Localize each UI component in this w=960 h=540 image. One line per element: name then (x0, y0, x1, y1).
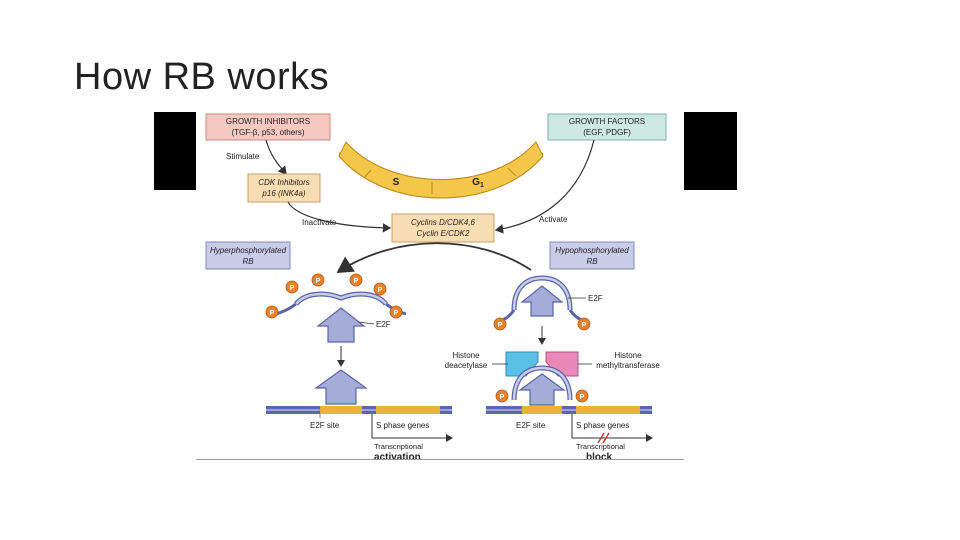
activate-label: Activate (539, 215, 568, 224)
stimulate-arrow (265, 139, 287, 175)
left-e2f-bound-shape (314, 369, 368, 405)
svg-text:P: P (378, 287, 383, 294)
phosphate-icon: P (265, 305, 279, 319)
growth-factors-title: GROWTH FACTORS (569, 117, 645, 126)
svg-text:P: P (582, 322, 587, 329)
cyclin-e-label: Cyclin E/CDK2 (417, 229, 470, 238)
right-rb-complex (497, 275, 587, 324)
g1-phase-label: G1 (472, 177, 484, 189)
phosphate-icon: P (349, 273, 363, 287)
rb-mechanism-diagram: GROWTH INHIBITORS (TGF-β, p53, others) G… (205, 113, 667, 460)
s-phase-label: S (393, 177, 400, 188)
hyperphosphorylated-rb-box: Hyperphosphorylated RB (205, 241, 291, 270)
phosphorylation-arrow (336, 242, 532, 273)
svg-text:P: P (270, 310, 275, 317)
inactivate-label: Inactivate (302, 218, 337, 227)
left-s-phase-genes-label: S phase genes (376, 421, 429, 430)
right-transcriptional-label: Transcriptional (576, 442, 625, 451)
block-label: block (586, 452, 613, 460)
cdk-inhibitors-box: CDK Inhibitors p16 (INK4a) (247, 173, 321, 203)
phosphate-icon: P (575, 389, 589, 403)
cell-cycle-arc: S G1 (338, 141, 544, 199)
right-s-phase-genes-label: S phase genes (576, 421, 629, 430)
hypophosphorylated-rb-box: Hypophosphorylated RB (549, 241, 635, 270)
phosphate-icon: P (373, 282, 387, 296)
svg-text:P: P (580, 394, 585, 401)
svg-text:P: P (498, 322, 503, 329)
hypo-rb-name: RB (586, 257, 598, 266)
hyper-rb-title: Hyperphosphorylated (210, 246, 287, 255)
slide-title: How RB works (74, 56, 330, 98)
cyclins-d-label: Cyclins D/CDK4,6 (411, 218, 476, 227)
diagram-bottom-rule (196, 459, 684, 460)
growth-inhibitors-title: GROWTH INHIBITORS (226, 117, 310, 126)
svg-text:P: P (394, 310, 399, 317)
right-repressor-complex (511, 365, 573, 406)
left-e2f-shape (316, 307, 366, 343)
phosphate-icon: P (577, 317, 591, 331)
phosphate-icon: P (389, 305, 403, 319)
phosphate-icon: P (495, 389, 509, 403)
phosphate-icon: P (311, 273, 325, 287)
activate-arrow (494, 139, 595, 234)
right-e2f-site-label: E2F site (516, 421, 546, 430)
cdk-inhibitors-title: CDK Inhibitors (258, 178, 310, 187)
left-e2f-site-label: E2F site (310, 421, 340, 430)
left-phosphates: P P P P P P (265, 273, 403, 319)
cdk-inhibitors-p16: p16 (INK4a) (261, 189, 305, 198)
growth-factors-box: GROWTH FACTORS (EGF, PDGF) (547, 113, 667, 141)
inactivate-arrow (287, 201, 392, 233)
svg-text:P: P (316, 278, 321, 285)
phosphate-icon: P (493, 317, 507, 331)
svg-text:P: P (354, 278, 359, 285)
histone-deacetylase-line2: deacetylase (445, 361, 488, 370)
histone-methyltransferase-line1: Histone (614, 351, 642, 360)
left-transcriptional-label: Transcriptional (374, 442, 423, 451)
hyper-rb-name: RB (242, 257, 254, 266)
black-bar-left (154, 112, 196, 190)
phosphate-icon: P (285, 280, 299, 294)
hypo-rb-title: Hypophosphorylated (555, 246, 629, 255)
growth-inhibitors-box: GROWTH INHIBITORS (TGF-β, p53, others) (205, 113, 331, 141)
right-e2f-label: E2F (588, 294, 603, 303)
growth-inhibitors-examples: (TGF-β, p53, others) (231, 128, 304, 137)
block-mark-icon (597, 432, 610, 444)
activation-label: activation (374, 452, 421, 460)
svg-text:P: P (290, 285, 295, 292)
cyclins-box: Cyclins D/CDK4,6 Cyclin E/CDK2 (391, 213, 495, 243)
right-dna-strand (486, 406, 652, 438)
left-dna-strand (266, 406, 452, 438)
black-bar-right (684, 112, 737, 190)
stimulate-label: Stimulate (226, 152, 260, 161)
histone-methyltransferase-line2: methyltransferase (596, 361, 660, 370)
growth-factors-examples: (EGF, PDGF) (583, 128, 631, 137)
svg-text:P: P (500, 394, 505, 401)
histone-deacetylase-line1: Histone (452, 351, 480, 360)
left-e2f-label: E2F (376, 320, 391, 329)
